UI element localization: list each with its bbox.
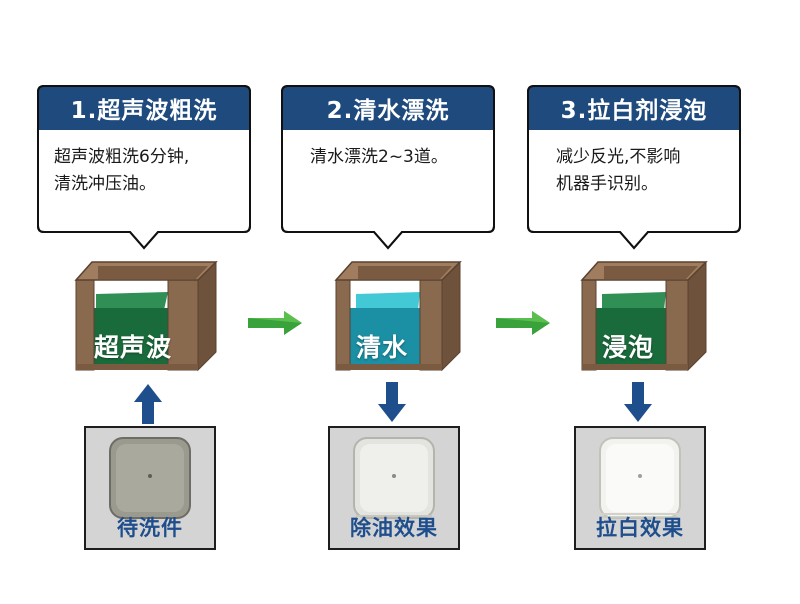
right-arrow-icon bbox=[494, 308, 554, 338]
step-title: 1.超声波粗洗 bbox=[70, 98, 218, 124]
sample-label: 待洗件 bbox=[117, 516, 183, 540]
step-1: 1.超声波粗洗 超声波粗洗6分钟, 清洗冲压油。 超声波 bbox=[36, 0, 256, 604]
callout-3: 3.拉白剂浸泡 减少反光,不影响 机器手识别。 bbox=[526, 84, 742, 316]
sample-panel: 拉白效果 bbox=[574, 426, 706, 550]
step-description: 减少反光,不影响 机器手识别。 bbox=[556, 144, 746, 198]
tank-label: 超声波 bbox=[94, 333, 173, 362]
sample-panel: 除油效果 bbox=[328, 426, 460, 550]
tank-illustration bbox=[334, 260, 462, 372]
step-2: 2.清水漂洗 清水漂洗2~3道。 清水 除油效果 bbox=[280, 0, 500, 604]
tank-rinse: 清水 bbox=[280, 252, 500, 377]
step-description: 超声波粗洗6分钟, 清洗冲压油。 bbox=[54, 144, 244, 198]
dirty-part-image bbox=[109, 437, 191, 519]
up-arrow-icon bbox=[36, 382, 256, 428]
callout-1: 1.超声波粗洗 超声波粗洗6分钟, 清洗冲压油。 bbox=[36, 84, 252, 316]
sample-panel: 待洗件 bbox=[84, 426, 216, 550]
down-arrow-icon bbox=[280, 380, 500, 426]
callout-2: 2.清水漂洗 清水漂洗2~3道。 bbox=[280, 84, 496, 316]
sample-label: 拉白效果 bbox=[596, 516, 684, 540]
tank-ultrasonic: 超声波 bbox=[36, 252, 256, 377]
tank-label: 浸泡 bbox=[602, 333, 655, 362]
description-line: 减少反光,不影响 bbox=[556, 147, 681, 167]
white-part-image bbox=[599, 437, 681, 519]
down-arrow-icon bbox=[526, 380, 746, 426]
callout-bubble bbox=[281, 85, 495, 250]
clean-part-image bbox=[353, 437, 435, 519]
description-line: 超声波粗洗6分钟, bbox=[54, 147, 190, 167]
sample-label: 除油效果 bbox=[350, 516, 438, 540]
description-line: 清水漂洗2~3道。 bbox=[310, 147, 448, 167]
step-title: 3.拉白剂浸泡 bbox=[560, 98, 708, 124]
step-title: 2.清水漂洗 bbox=[326, 98, 450, 124]
step-3: 3.拉白剂浸泡 减少反光,不影响 机器手识别。 浸泡 bbox=[526, 0, 746, 604]
description-line: 机器手识别。 bbox=[556, 174, 658, 194]
callout-bubble bbox=[527, 85, 741, 250]
tank-label: 清水 bbox=[356, 333, 409, 362]
tank-illustration bbox=[580, 260, 708, 372]
callout-bubble bbox=[37, 85, 251, 250]
step-description: 清水漂洗2~3道。 bbox=[310, 144, 500, 171]
tank-soak: 浸泡 bbox=[526, 252, 746, 377]
tank-illustration bbox=[74, 260, 218, 372]
description-line: 清洗冲压油。 bbox=[54, 174, 156, 194]
right-arrow-icon bbox=[246, 308, 306, 338]
